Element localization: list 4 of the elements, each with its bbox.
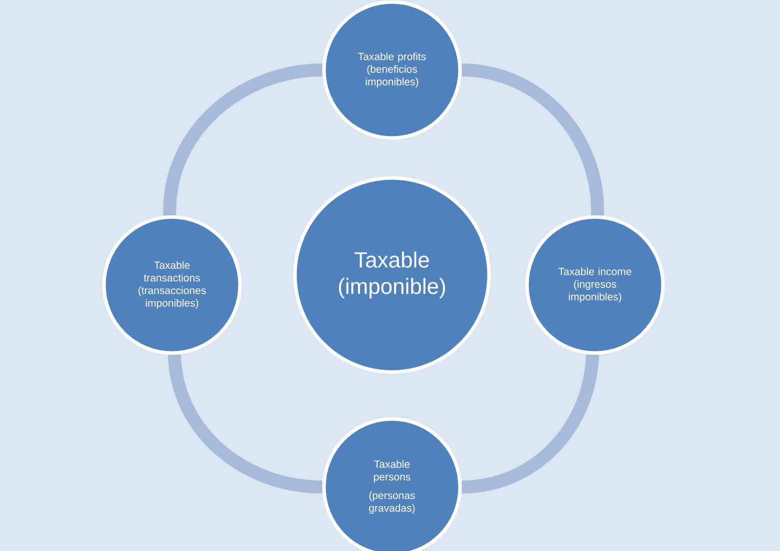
ring-arc bbox=[163, 64, 323, 216]
ring-arc bbox=[461, 354, 600, 494]
ring-arc bbox=[168, 354, 323, 494]
ring-arc bbox=[461, 64, 604, 216]
